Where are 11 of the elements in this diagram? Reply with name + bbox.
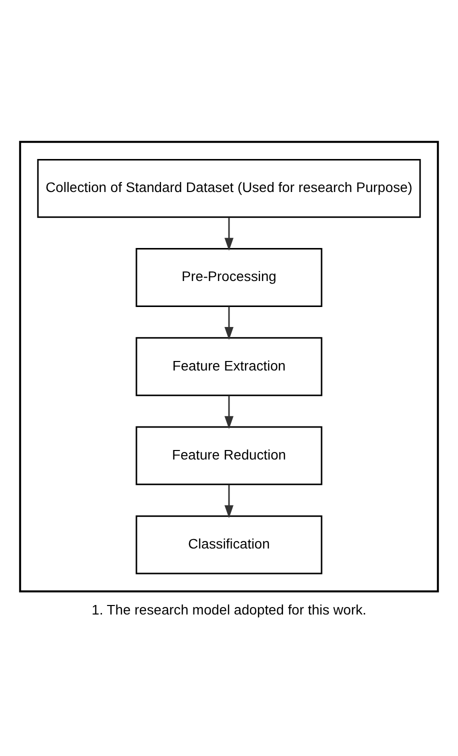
node-box: Classification bbox=[136, 515, 322, 574]
node-box: Pre-Processing bbox=[136, 248, 322, 307]
node-box: Collection of Standard Dataset (Used for research Purpose) bbox=[37, 158, 421, 218]
arrow bbox=[224, 396, 234, 429]
caption: 1. The research model adopted for this work. bbox=[92, 601, 366, 618]
arrow bbox=[224, 217, 234, 251]
arrow bbox=[224, 484, 234, 518]
cluster bbox=[19, 140, 439, 592]
arrow bbox=[224, 306, 234, 340]
node-box: Feature Extraction bbox=[136, 337, 322, 396]
node-box: Feature Reduction bbox=[136, 426, 322, 486]
